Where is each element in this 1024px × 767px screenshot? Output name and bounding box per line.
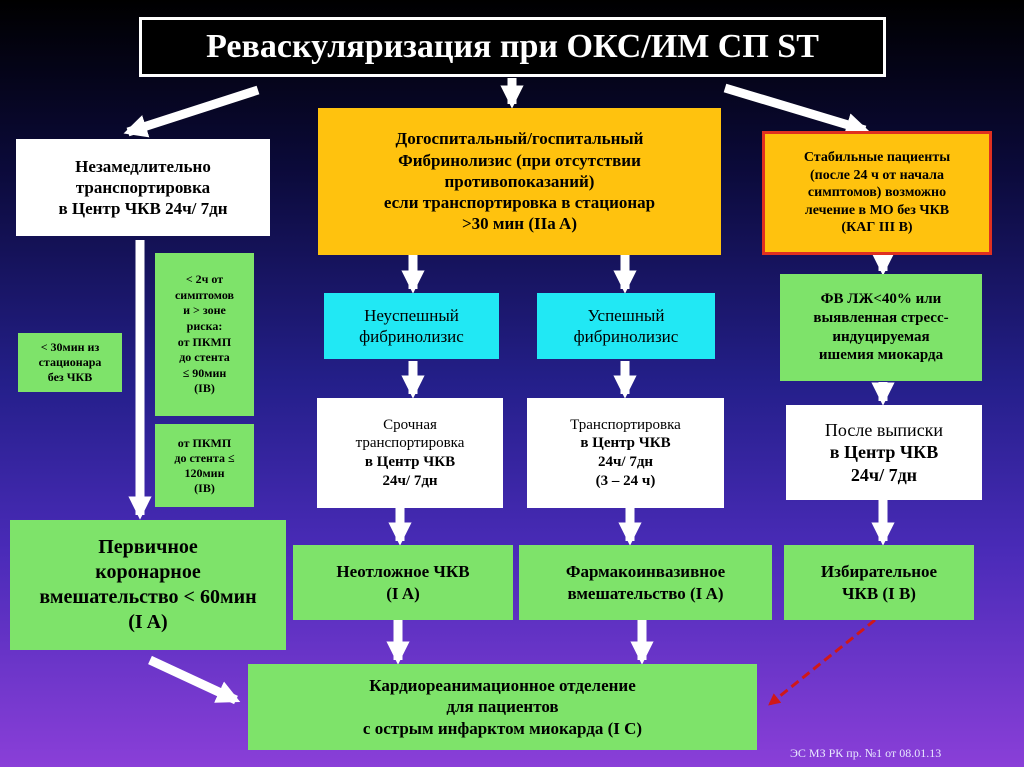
- note-30min: < 30мин из стационара без ЧКВ: [18, 333, 122, 392]
- lv-ischemia-box: ФВ ЛЖ<40% или выявленная стресс- индуцир…: [780, 274, 982, 381]
- successful-fibrinolysis-box: Успешный фибринолизис: [537, 293, 715, 359]
- after-discharge-box: После выписки в Центр ЧКВ 24ч/ 7дн: [786, 405, 982, 500]
- urgent-transport-box: Срочная транспортировка в Центр ЧКВ 24ч/…: [317, 398, 503, 508]
- selective-pci-box: Избирательное ЧКВ (I B): [784, 545, 974, 620]
- footer-reference: ЭС МЗ РК пр. №1 от 08.01.13: [790, 746, 942, 760]
- transport-box: Незамедлительно транспортировка в Центр …: [16, 139, 270, 236]
- stable-patients-box: Стабильные пациенты (после 24 ч от начал…: [762, 131, 992, 255]
- arrow-primary-to-icu: [148, 655, 241, 705]
- arrow-selective-to-icu: [768, 618, 876, 706]
- fibrinolysis-box: Догоспитальный/госпитальный Фибринолизис…: [318, 108, 721, 255]
- emergency-pci-box: Неотложное ЧКВ (I A): [293, 545, 513, 620]
- arrow-title-left: [123, 85, 260, 138]
- note-120min: от ПКМП до стента ≤ 120мин (IB): [155, 424, 254, 507]
- pharmacoinvasive-box: Фармакоинвазивное вмешательство (I A): [519, 545, 772, 620]
- unsuccessful-fibrinolysis-box: Неуспешный фибринолизис: [324, 293, 499, 359]
- transport-3-24h-box: Транспортировка в Центр ЧКВ 24ч/ 7дн (3 …: [527, 398, 724, 508]
- page-title: Реваскуляризация при ОКС/ИМ СП ST: [206, 27, 819, 65]
- title-box: Реваскуляризация при ОКС/ИМ СП ST: [139, 17, 886, 77]
- arrow-title-right: [723, 83, 870, 136]
- note-2h: < 2ч от симптомов и > зоне риска: от ПКМ…: [155, 253, 254, 416]
- icu-box: Кардиореанимационное отделение для пацие…: [248, 664, 757, 750]
- primary-pci-box: Первичное коронарное вмешательство < 60м…: [10, 520, 286, 650]
